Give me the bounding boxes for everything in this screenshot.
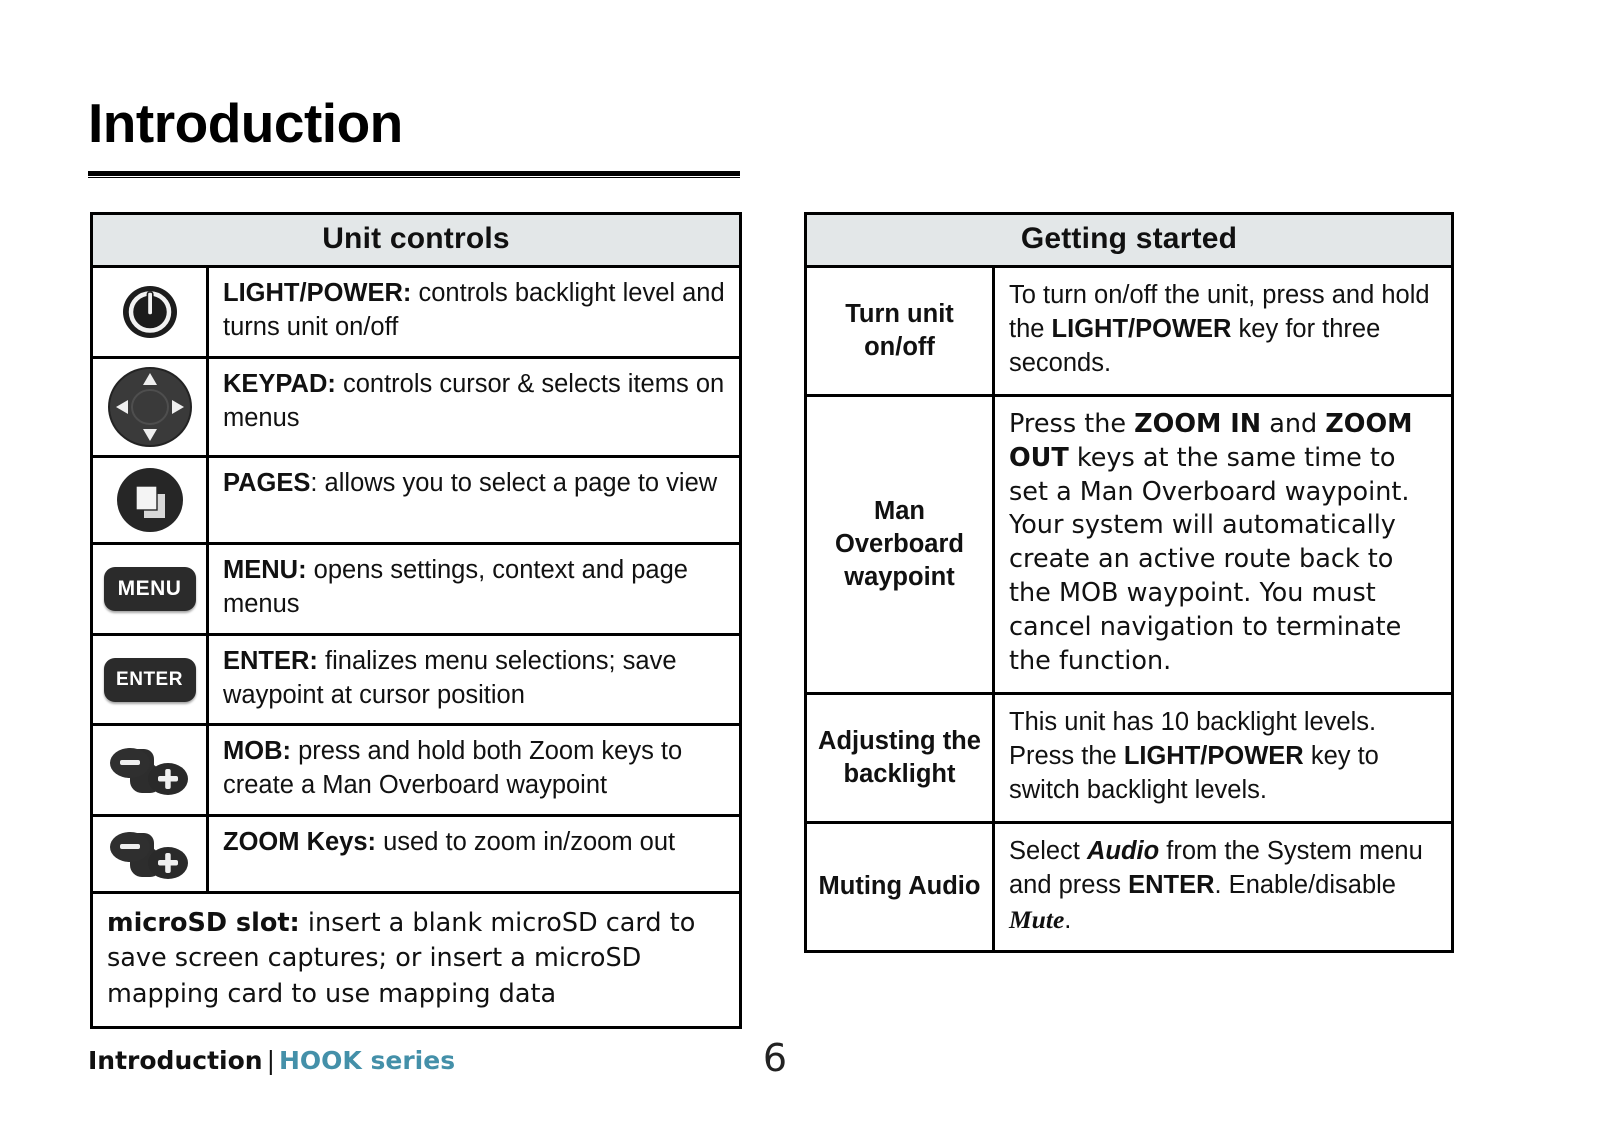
power-button-icon: [119, 281, 181, 343]
task-body: Press the ZOOM IN and ZOOM OUT keys at t…: [1009, 408, 1413, 677]
control-description: KEYPAD: controls cursor & selects items …: [209, 359, 739, 455]
microsd-term: microSD slot:: [107, 908, 300, 939]
zoom-keys-icon: [104, 739, 196, 801]
control-description: ENTER: finalizes menu selections; save w…: [209, 636, 739, 724]
footer-series-label: HOOK series: [279, 1046, 456, 1075]
getting-started-table: Getting started Turn unit on/off To turn…: [804, 212, 1454, 954]
task-body: Select Audio from the System menu and pr…: [1009, 836, 1423, 934]
page-number: 6: [762, 1036, 788, 1080]
control-description: LIGHT/POWER: controls backlight level an…: [209, 268, 739, 356]
unit-controls-table: Unit controls LIGHT/POWER: controls back…: [90, 212, 742, 1029]
task-label: Adjusting the backlight: [807, 694, 995, 821]
title-rule: [88, 171, 740, 178]
icon-cell: MENU: [93, 544, 209, 633]
menu-key-icon: MENU: [103, 566, 196, 611]
control-text: controls cursor & selects items on menus: [223, 369, 725, 432]
control-description: MOB: press and hold both Zoom keys to cr…: [209, 726, 739, 814]
task-body: To turn on/off the unit, press and hold …: [1009, 281, 1430, 377]
table-row: Adjusting the backlight This unit has 10…: [807, 694, 1451, 824]
control-term: KEYPAD:: [223, 369, 336, 398]
task-label: Man Overboard waypoint: [807, 396, 995, 692]
table-row: MOB: press and hold both Zoom keys to cr…: [93, 726, 739, 818]
footer: Introduction|HOOK series: [88, 1046, 455, 1075]
microsd-slot-description: microSD slot: insert a blank microSD car…: [93, 894, 739, 1026]
control-text: opens settings, context and page menus: [223, 555, 688, 618]
control-text: finalizes menu selections; save waypoint…: [223, 646, 677, 709]
pages-icon: [113, 464, 187, 536]
task-body: This unit has 10 backlight levels. Press…: [1009, 707, 1379, 804]
table-row: KEYPAD: controls cursor & selects items …: [93, 358, 739, 458]
icon-cell: ENTER: [93, 635, 209, 724]
control-term: ENTER:: [223, 646, 318, 675]
keypad-dpad-icon: [106, 365, 194, 449]
control-description: ZOOM Keys: used to zoom in/zoom out: [209, 817, 739, 891]
control-term: MENU:: [223, 555, 307, 584]
table-row: ENTER ENTER: finalizes menu selections; …: [93, 635, 739, 727]
icon-cell: [93, 817, 209, 892]
table-row: Man Overboard waypoint Press the ZOOM IN…: [807, 396, 1451, 695]
table-row: PAGES: allows you to select a page to vi…: [93, 457, 739, 545]
task-label: Muting Audio: [807, 823, 995, 951]
table-row: microSD slot: insert a blank microSD car…: [93, 894, 739, 1026]
table-row: Muting Audio Select Audio from the Syste…: [807, 823, 1451, 951]
unit-controls-header: Unit controls: [93, 215, 739, 268]
control-term: PAGES: [223, 468, 311, 497]
zoom-keys-icon: [104, 823, 196, 885]
table-row: MENU MENU: opens settings, context and p…: [93, 544, 739, 636]
icon-cell: [93, 358, 209, 455]
control-text: press and hold both Zoom keys to create …: [223, 737, 683, 800]
icon-cell: [93, 457, 209, 542]
control-text: : allows you to select a page to view: [310, 468, 718, 497]
control-description: PAGES: allows you to select a page to vi…: [209, 458, 739, 542]
microsd-text: insert a blank microSD card to save scre…: [107, 908, 696, 1009]
table-row: LIGHT/POWER: controls backlight level an…: [93, 268, 739, 359]
footer-section-label: Introduction: [88, 1046, 263, 1075]
page-title: Introduction: [88, 92, 403, 154]
control-term: ZOOM Keys:: [223, 828, 377, 857]
enter-key-icon: ENTER: [103, 657, 196, 702]
icon-cell: [93, 726, 209, 815]
control-description: MENU: opens settings, context and page m…: [209, 545, 739, 633]
control-text: controls backlight level and turns unit …: [223, 279, 725, 341]
control-text: used to zoom in/zoom out: [376, 828, 676, 857]
table-row: ZOOM Keys: used to zoom in/zoom out: [93, 817, 739, 895]
footer-separator: |: [266, 1046, 275, 1075]
getting-started-header: Getting started: [807, 215, 1451, 268]
control-term: LIGHT/POWER:: [223, 279, 412, 307]
task-label: Turn unit on/off: [807, 268, 995, 394]
icon-cell: [93, 268, 209, 356]
control-term: MOB:: [223, 737, 291, 766]
table-row: Turn unit on/off To turn on/off the unit…: [807, 268, 1451, 397]
